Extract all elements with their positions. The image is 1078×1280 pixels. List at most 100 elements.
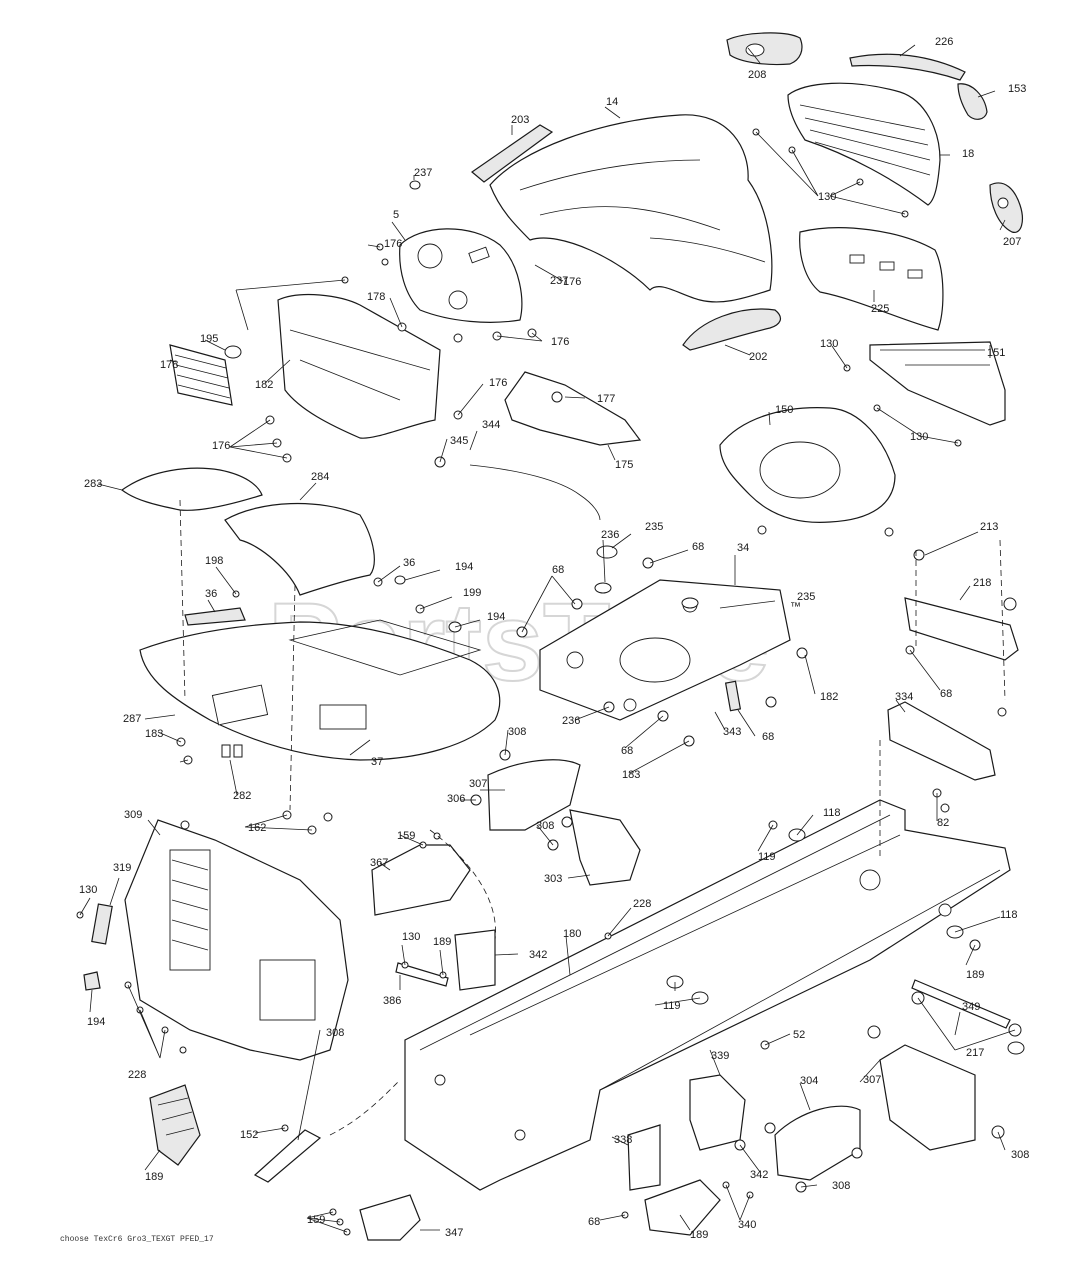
fender-part-284 bbox=[224, 502, 375, 596]
part-callout-159: 159 bbox=[397, 830, 415, 842]
part-callout-303: 303 bbox=[544, 873, 562, 885]
part-callout-225: 225 bbox=[871, 303, 889, 315]
bracket-part-307-upper bbox=[487, 759, 581, 831]
part-callout-213: 213 bbox=[980, 521, 998, 533]
part-callout-236: 236 bbox=[601, 529, 619, 541]
part-callout-202: 202 bbox=[749, 351, 767, 363]
part-callout-308: 308 bbox=[1011, 1149, 1029, 1161]
part-callout-308: 308 bbox=[832, 1180, 850, 1192]
part-callout-287: 287 bbox=[123, 713, 141, 725]
fender-deck-part-37 bbox=[139, 619, 501, 761]
part-callout-194: 194 bbox=[455, 561, 473, 573]
plate-part-342-lower bbox=[627, 1124, 661, 1191]
bracket-part-304 bbox=[689, 1074, 746, 1151]
part-callout-307: 307 bbox=[469, 778, 487, 790]
part-callout-189: 189 bbox=[145, 1171, 163, 1183]
part-callout-194: 194 bbox=[487, 611, 505, 623]
bracket-part-367 bbox=[371, 844, 471, 916]
part-callout-176: 176 bbox=[551, 336, 569, 348]
part-callout-5: 5 bbox=[393, 209, 399, 221]
dash-panel-part-182 bbox=[277, 293, 441, 439]
part-callout-199: 199 bbox=[463, 587, 481, 599]
reflector-part-202 bbox=[682, 308, 782, 351]
part-callout-347: 347 bbox=[445, 1227, 463, 1239]
part-callout-307: 307 bbox=[863, 1074, 881, 1086]
bracket-part-319 bbox=[91, 903, 113, 945]
part-callout-334: 334 bbox=[895, 691, 913, 703]
part-callout-345: 345 bbox=[450, 435, 468, 447]
bracket-part-303 bbox=[569, 809, 641, 886]
part-callout-304: 304 bbox=[800, 1075, 818, 1087]
part-callout-235: 235 bbox=[645, 521, 663, 533]
plate-part-386-lower bbox=[644, 1179, 721, 1236]
part-callout-68: 68 bbox=[588, 1216, 600, 1228]
part-callout-68: 68 bbox=[940, 688, 952, 700]
bracket-part-175 bbox=[504, 371, 642, 446]
part-callout-228: 228 bbox=[128, 1069, 146, 1081]
rod-part-349 bbox=[395, 962, 449, 987]
part-callout-118: 118 bbox=[1000, 909, 1018, 921]
part-callout-176: 176 bbox=[384, 238, 402, 250]
part-callout-349: 349 bbox=[962, 1001, 980, 1013]
dash-housing-part-5 bbox=[399, 228, 523, 323]
part-callout-339: 339 bbox=[711, 1050, 729, 1062]
part-callout-338: 338 bbox=[614, 1134, 632, 1146]
grommet-part-195 bbox=[224, 345, 242, 359]
hood-part-14 bbox=[489, 114, 773, 303]
bracket-part-151 bbox=[869, 341, 1006, 426]
drawing-code: choose TexCr6 Gro3_TEXGT PFED_17 bbox=[60, 1235, 214, 1244]
part-callout-308: 308 bbox=[536, 820, 554, 832]
part-callout-151: 151 bbox=[987, 347, 1005, 359]
bracket-part-334 bbox=[887, 701, 996, 781]
part-callout-130: 130 bbox=[910, 431, 928, 443]
vent-screen-part-178 bbox=[169, 344, 233, 406]
cable-part-344 bbox=[434, 456, 601, 521]
part-callout-175: 175 bbox=[615, 459, 633, 471]
part-callout-68: 68 bbox=[692, 541, 704, 553]
part-callout-319: 319 bbox=[113, 862, 131, 874]
part-callout-18: 18 bbox=[962, 148, 974, 160]
part-callout-36: 36 bbox=[403, 557, 415, 569]
part-callout-130: 130 bbox=[820, 338, 838, 350]
part-callout-162: 162 bbox=[248, 822, 266, 834]
part-callout-183: 183 bbox=[145, 728, 163, 740]
part-callout-180: 180 bbox=[563, 928, 581, 940]
part-callout-178: 178 bbox=[367, 291, 385, 303]
shroud-part-150 bbox=[719, 407, 896, 523]
part-callout-labels: 2082261531420318130237207517617623717822… bbox=[79, 36, 1029, 1241]
part-callout-236: 236 bbox=[562, 715, 580, 727]
part-callout-308: 308 bbox=[326, 1027, 344, 1039]
part-callout-68: 68 bbox=[552, 564, 564, 576]
rod-part-217 bbox=[911, 979, 1011, 1029]
part-callout-189: 189 bbox=[690, 1229, 708, 1241]
engine-plate-part-34 bbox=[539, 579, 791, 721]
part-callout-198: 198 bbox=[205, 555, 223, 567]
pedal-part-340 bbox=[149, 1084, 201, 1166]
part-callout-34: 34 bbox=[737, 542, 749, 554]
part-callout-340: 340 bbox=[738, 1219, 756, 1231]
headlight-lens-part-208 bbox=[726, 32, 803, 66]
part-callout-52: 52 bbox=[793, 1029, 805, 1041]
bracket-part-347 bbox=[359, 1194, 421, 1241]
leader-lines bbox=[79, 44, 1016, 1233]
grille-part-18 bbox=[787, 82, 941, 206]
bracket-part-307-lower bbox=[774, 1105, 861, 1181]
part-callout-342: 342 bbox=[529, 949, 547, 961]
part-callout-195: 195 bbox=[200, 333, 218, 345]
part-callout-178: 178 bbox=[160, 359, 178, 371]
part-callout-150: 150 bbox=[775, 404, 793, 416]
part-callout-189: 189 bbox=[966, 969, 984, 981]
part-callout-306: 306 bbox=[447, 793, 465, 805]
part-callout-217: 217 bbox=[966, 1047, 984, 1059]
part-callout-176: 176 bbox=[212, 440, 230, 452]
bracket-part-343 bbox=[724, 680, 742, 712]
front-panel-part-309 bbox=[124, 819, 349, 1061]
plate-part-342-mid bbox=[454, 929, 496, 991]
part-callout-159: 159 bbox=[307, 1214, 325, 1226]
part-callout-119: 119 bbox=[758, 851, 776, 863]
part-callout-14: 14 bbox=[606, 96, 618, 108]
part-callout-130: 130 bbox=[402, 931, 420, 943]
trim-strip-part-226 bbox=[849, 53, 966, 81]
bumper-part-225 bbox=[799, 227, 944, 331]
part-callout-37: 37 bbox=[371, 756, 383, 768]
